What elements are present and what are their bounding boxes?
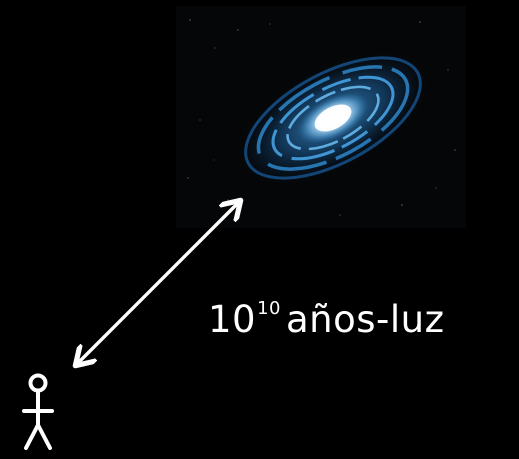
galaxy-image: [176, 6, 466, 228]
distance-unit: años-luz: [286, 298, 445, 341]
distance-base: 10: [208, 298, 256, 341]
distance-exponent: 10: [257, 298, 281, 319]
stick-figure-icon: [24, 376, 52, 449]
